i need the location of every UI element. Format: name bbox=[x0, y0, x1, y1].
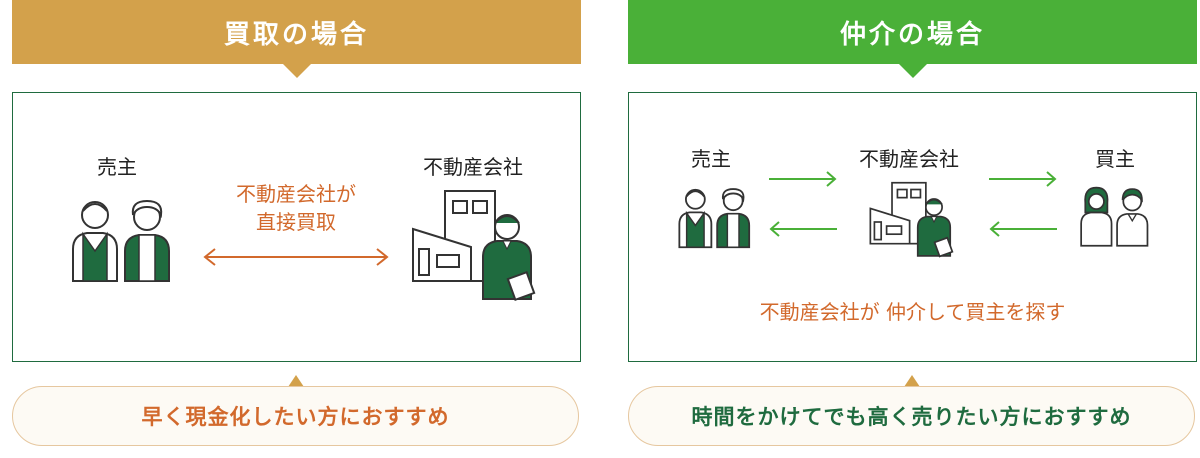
purchase-header-title: 買取の場合 bbox=[223, 19, 369, 50]
seller-couple-icon bbox=[72, 199, 170, 282]
seller-label: 売主 bbox=[97, 155, 137, 179]
seller-couple-icon bbox=[678, 188, 751, 249]
brokerage-header: 仲介の場合 bbox=[628, 0, 1197, 78]
buyer-couple-icon bbox=[1080, 186, 1149, 247]
buyer-label: 買主 bbox=[1095, 147, 1135, 171]
pill-pointer bbox=[904, 375, 920, 387]
real-estate-company-icon bbox=[412, 190, 536, 302]
real-estate-company-icon bbox=[869, 181, 954, 258]
arrow-right-icon bbox=[989, 171, 1057, 187]
purchase-panel: 買取の場合 売主 不動産会社 不動産会社が 直接買取 bbox=[12, 0, 581, 446]
brokerage-recommend-pill: 時間をかけてでも高く売りたい方におすすめ bbox=[628, 386, 1195, 446]
double-arrow-icon bbox=[203, 248, 389, 266]
brokerage-panel: 仲介の場合 売主 不動産会社 買主 bbox=[628, 0, 1197, 446]
purchase-recommend-pill: 早く現金化したい方におすすめ bbox=[12, 386, 579, 446]
seller-label: 売主 bbox=[691, 147, 731, 171]
pill-pointer bbox=[288, 375, 304, 387]
brokerage-recommend-text: 時間をかけてでも高く売りたい方におすすめ bbox=[691, 405, 1132, 429]
arrow-left-icon bbox=[989, 221, 1057, 237]
brokerage-header-title: 仲介の場合 bbox=[839, 19, 985, 50]
company-label: 不動産会社 bbox=[423, 155, 523, 179]
company-label: 不動産会社 bbox=[859, 147, 959, 171]
header-pointer bbox=[898, 64, 927, 78]
header-pointer bbox=[282, 64, 311, 78]
arrow-left-icon bbox=[769, 221, 837, 237]
brokerage-caption: 不動産会社が 仲介して買主を探す bbox=[759, 300, 1066, 324]
direct-purchase-line1: 不動産会社が bbox=[236, 182, 356, 206]
direct-purchase-line2: 直接買取 bbox=[256, 210, 336, 234]
arrow-right-icon bbox=[769, 171, 837, 187]
purchase-recommend-text: 早く現金化したい方におすすめ bbox=[141, 405, 450, 429]
purchase-header: 買取の場合 bbox=[12, 0, 581, 78]
purchase-diagram: 売主 不動産会社 不動産会社が 直接買取 bbox=[12, 92, 581, 362]
brokerage-diagram: 売主 不動産会社 買主 bbox=[628, 92, 1197, 362]
